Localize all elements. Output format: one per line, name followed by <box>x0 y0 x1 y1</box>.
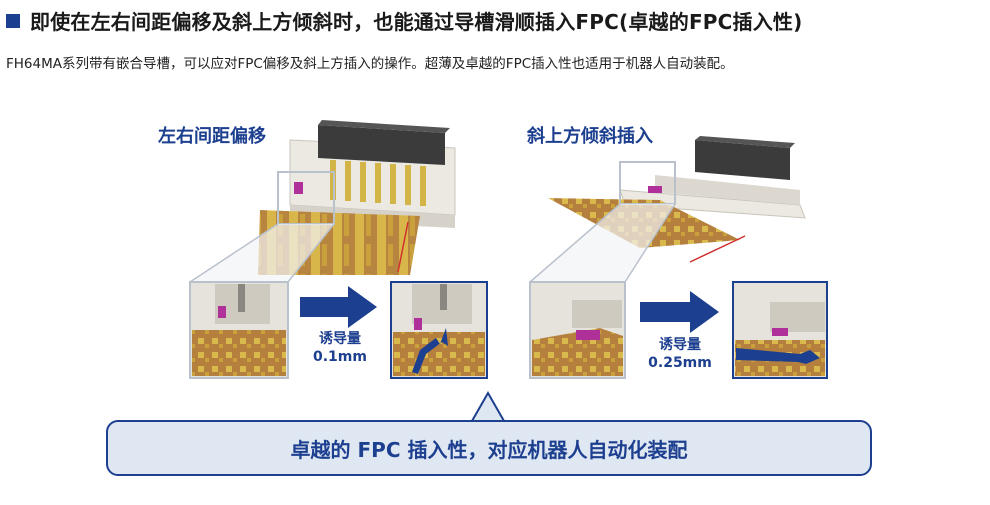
left-arrow-label-line1: 诱导量 <box>319 331 361 347</box>
title-square-icon <box>6 13 20 28</box>
right-arrow-label-line2: 0.25mm <box>648 355 712 371</box>
left-arrow-label: 诱导量 0.1mm <box>300 330 380 366</box>
right-arrow-label-line1: 诱导量 <box>659 337 701 353</box>
right-arrow-icon <box>640 291 719 333</box>
left-guide-marker <box>294 182 303 194</box>
page-description: FH64MA系列带有嵌合导槽，可以应对FPC偏移及斜上方插入的操作。超薄及卓越的… <box>6 56 734 72</box>
left-arrow-icon <box>300 286 377 328</box>
summary-banner: 卓越的 FPC 插入性，对应机器人自动化装配 <box>106 420 872 476</box>
right-connector-illustration <box>529 136 806 283</box>
right-zoom-panel-after <box>732 281 828 379</box>
left-zoom-panel-after <box>390 281 488 379</box>
left-connector-illustration <box>189 120 456 283</box>
title-row: 即使在左右间距偏移及斜上方倾斜时，也能通过导槽滑顺插入FPC(卓越的FPC插入性… <box>6 6 802 35</box>
banner-pointer <box>470 390 506 422</box>
right-zoom-panel-before <box>529 281 626 379</box>
summary-banner-text: 卓越的 FPC 插入性，对应机器人自动化装配 <box>290 437 688 462</box>
right-section-label: 斜上方倾斜插入 <box>527 126 653 147</box>
page-title: 即使在左右间距偏移及斜上方倾斜时，也能通过导槽滑顺插入FPC(卓越的FPC插入性… <box>30 10 803 34</box>
left-section-label: 左右间距偏移 <box>158 126 266 147</box>
right-arrow-label: 诱导量 0.25mm <box>638 336 722 372</box>
left-arrow-label-line2: 0.1mm <box>313 349 367 365</box>
left-zoom-panel-before <box>189 281 289 379</box>
right-guide-marker <box>648 186 662 193</box>
